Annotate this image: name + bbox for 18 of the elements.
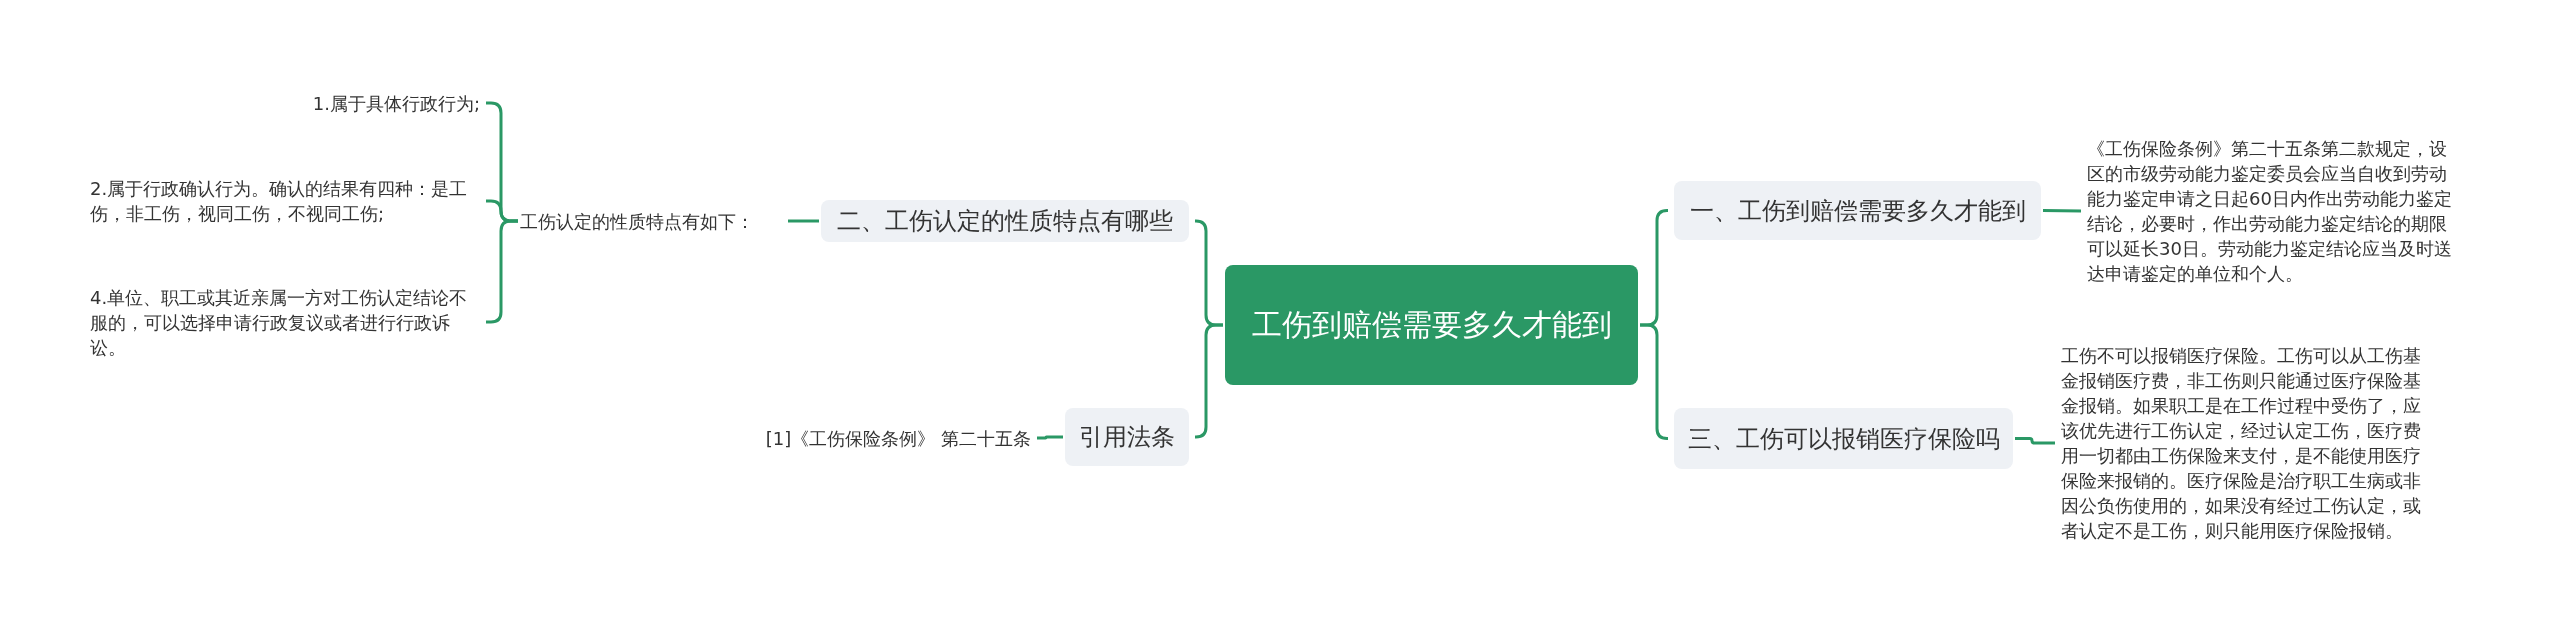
- connector-line: [1037, 435, 1063, 440]
- note-text: [1]《工伤保险条例》 第二十五条: [725, 424, 1031, 452]
- connector-line: [788, 219, 819, 223]
- note-text: 《工伤保险条例》第二十五条第二款规定，设区的市级劳动能力鉴定委员会应当自收到劳动能力鉴定申请之日起60日内作出劳动能力鉴定结论，必要时，作出劳动能力鉴定结论的期限可以延长30日。劳动能力鉴定结论应当及时送达申请鉴定的单位和个人。: [2087, 135, 2459, 287]
- note-text: 4.单位、职工或其近亲属一方对工伤认定结论不服的，可以选择申请行政复议或者进行行政诉讼。: [90, 283, 480, 361]
- topic-box: 一、工伤到赔偿需要多久才能到: [1674, 181, 2041, 240]
- topic-box: 二、工伤认定的性质特点有哪些: [821, 200, 1189, 242]
- note-text: 1.属于具体行政行为;: [290, 89, 480, 117]
- topic-box: 引用法条: [1065, 408, 1189, 466]
- connector-line: [1640, 323, 1669, 440]
- note-text: 工伤不可以报销医疗保险。工伤可以从工伤基金报销医疗费，非工伤则只能通过医疗保险基金报销。如果职工是在工作过程中受伤了，应该优先进行工伤认定，经过认定工伤，医疗费用一切都由工伤保险来支付，是不能使用医疗保险来报销的。医疗保险是治疗职工生病或非因公负伤使用的，如果没有经过工伤认定，或者认定不是工伤，则只能用医疗保险报销。: [2061, 330, 2433, 556]
- connector-line: [1194, 323, 1223, 439]
- note-text: 2.属于行政确认行为。确认的结果有四种：是工伤，非工伤，视同工伤，不视同工伤;: [90, 175, 480, 227]
- central-topic-box: 工伤到赔偿需要多久才能到: [1225, 265, 1638, 385]
- connector-line: [2042, 209, 2082, 213]
- connector-line: [2015, 437, 2055, 445]
- topic-box: 三、工伤可以报销医疗保险吗: [1674, 408, 2013, 469]
- note-text: 工伤认定的性质特点有如下：: [520, 207, 782, 235]
